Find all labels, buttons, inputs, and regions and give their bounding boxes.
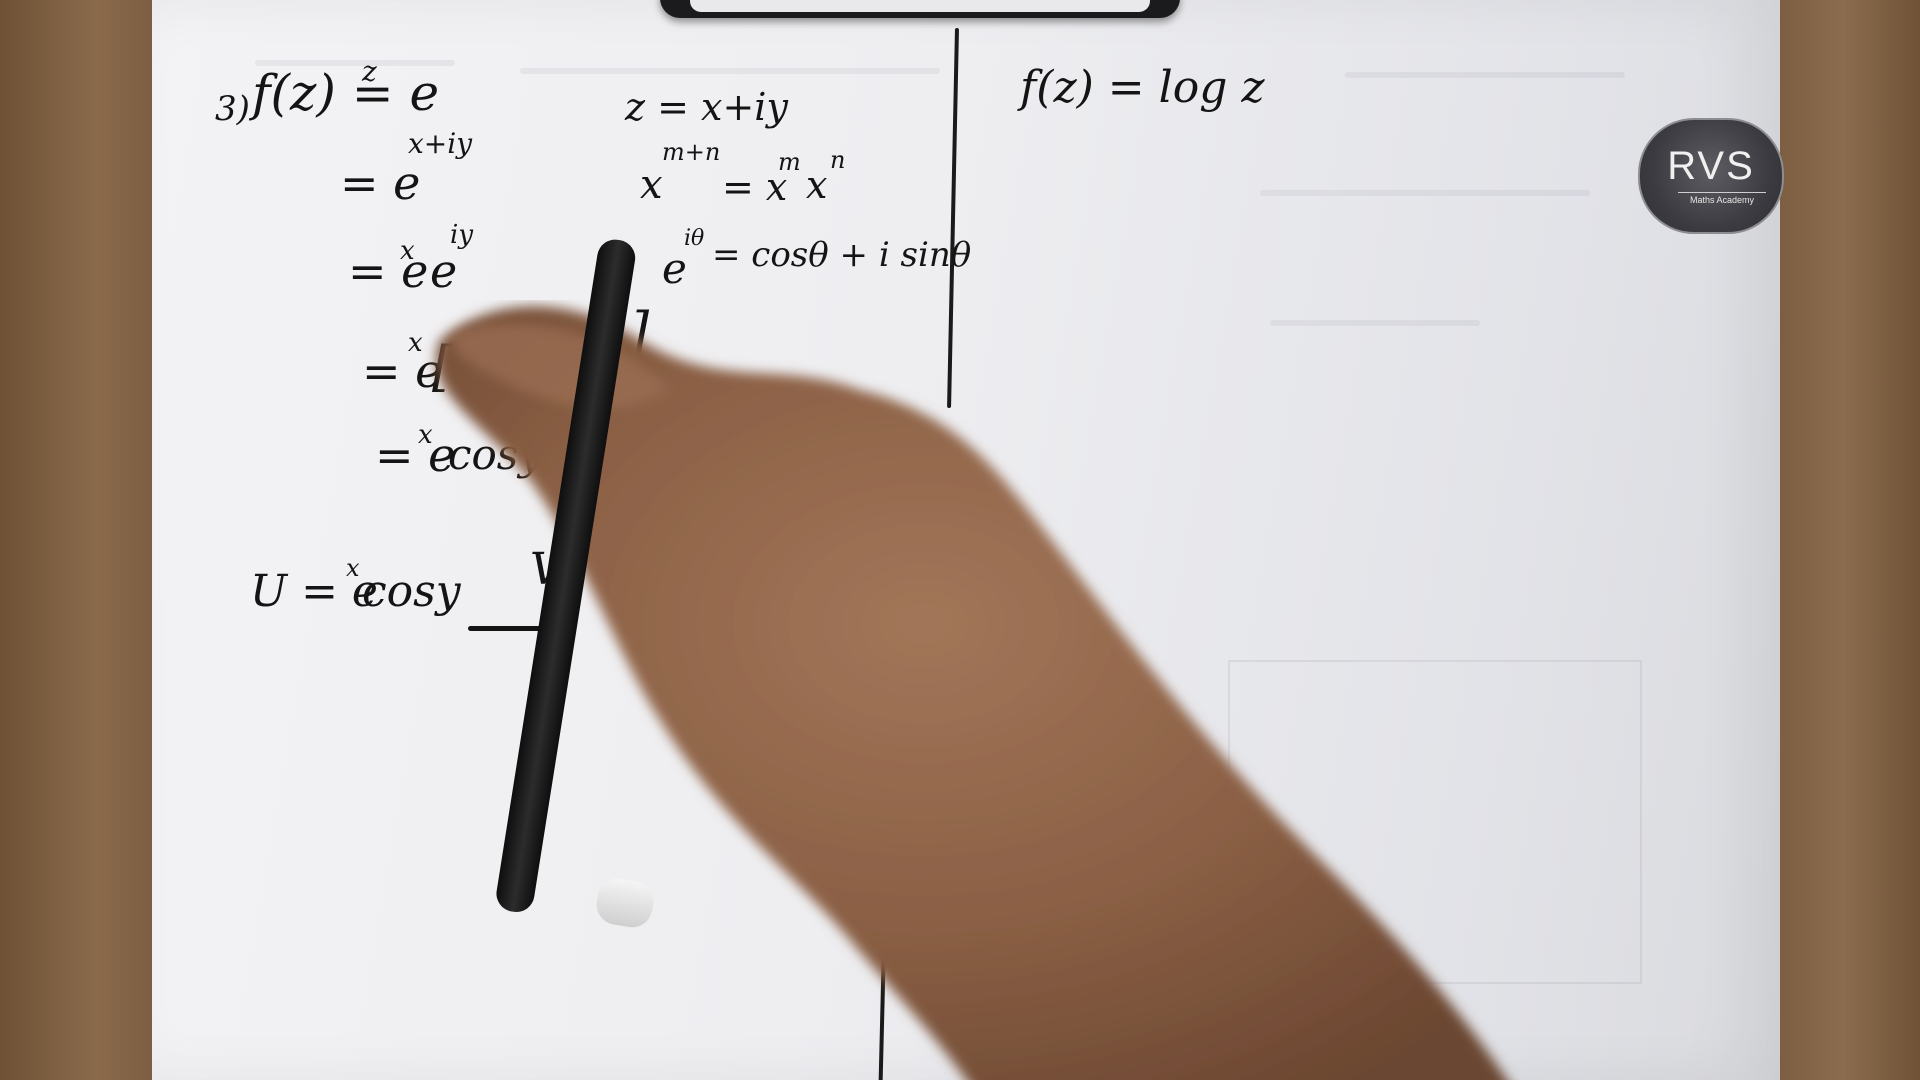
step2-exponent1: x bbox=[400, 236, 415, 266]
euler-exponent: iθ bbox=[684, 226, 705, 251]
step4-exponent: x bbox=[418, 420, 433, 450]
next-problem: f(z) = log z bbox=[1020, 62, 1265, 113]
logo-name: RVS bbox=[1667, 144, 1755, 188]
step3-base: = e bbox=[362, 344, 443, 398]
ghost-writing bbox=[1270, 320, 1480, 326]
euler-formula: = cosθ + i sinθ bbox=[712, 235, 972, 275]
step2-base2: e bbox=[430, 244, 458, 298]
step1-base: = e bbox=[340, 156, 421, 210]
problem-number: 3) bbox=[215, 89, 250, 129]
function-exponent: z bbox=[362, 55, 377, 88]
clipboard-clip-inner bbox=[690, 0, 1150, 12]
ghost-writing bbox=[520, 68, 940, 74]
channel-logo: RVS Maths Academy bbox=[1638, 118, 1784, 234]
exp-rule-equals: = x bbox=[722, 165, 788, 209]
euler-base: e bbox=[662, 244, 687, 293]
ghost-writing bbox=[255, 60, 455, 66]
step2-exponent2: iy bbox=[450, 220, 474, 250]
blank-underline bbox=[468, 626, 548, 631]
function-definition: f(z) = e bbox=[252, 64, 440, 122]
exp-rule-x: x bbox=[806, 163, 828, 207]
exp-rule-n: n bbox=[830, 146, 846, 174]
step1-exponent: x+iy bbox=[408, 127, 473, 160]
exp-rule-base: x bbox=[640, 162, 663, 208]
u-label: U = e bbox=[250, 566, 378, 617]
u-exponent: x bbox=[346, 554, 360, 582]
z-definition: z = x+iy bbox=[625, 85, 788, 129]
ghost-writing bbox=[1345, 72, 1625, 78]
step3-exponent: x bbox=[408, 328, 423, 358]
step4-base: = e bbox=[375, 428, 456, 482]
u-cos-term: cosy bbox=[362, 566, 461, 617]
hand-image bbox=[436, 306, 1508, 1080]
step2-base1: = e bbox=[348, 244, 429, 298]
logo-tagline: Maths Academy bbox=[1678, 192, 1766, 205]
exp-rule-exponent: m+n bbox=[662, 138, 721, 166]
ghost-writing bbox=[1260, 190, 1590, 196]
exp-rule-m: m bbox=[778, 148, 801, 176]
